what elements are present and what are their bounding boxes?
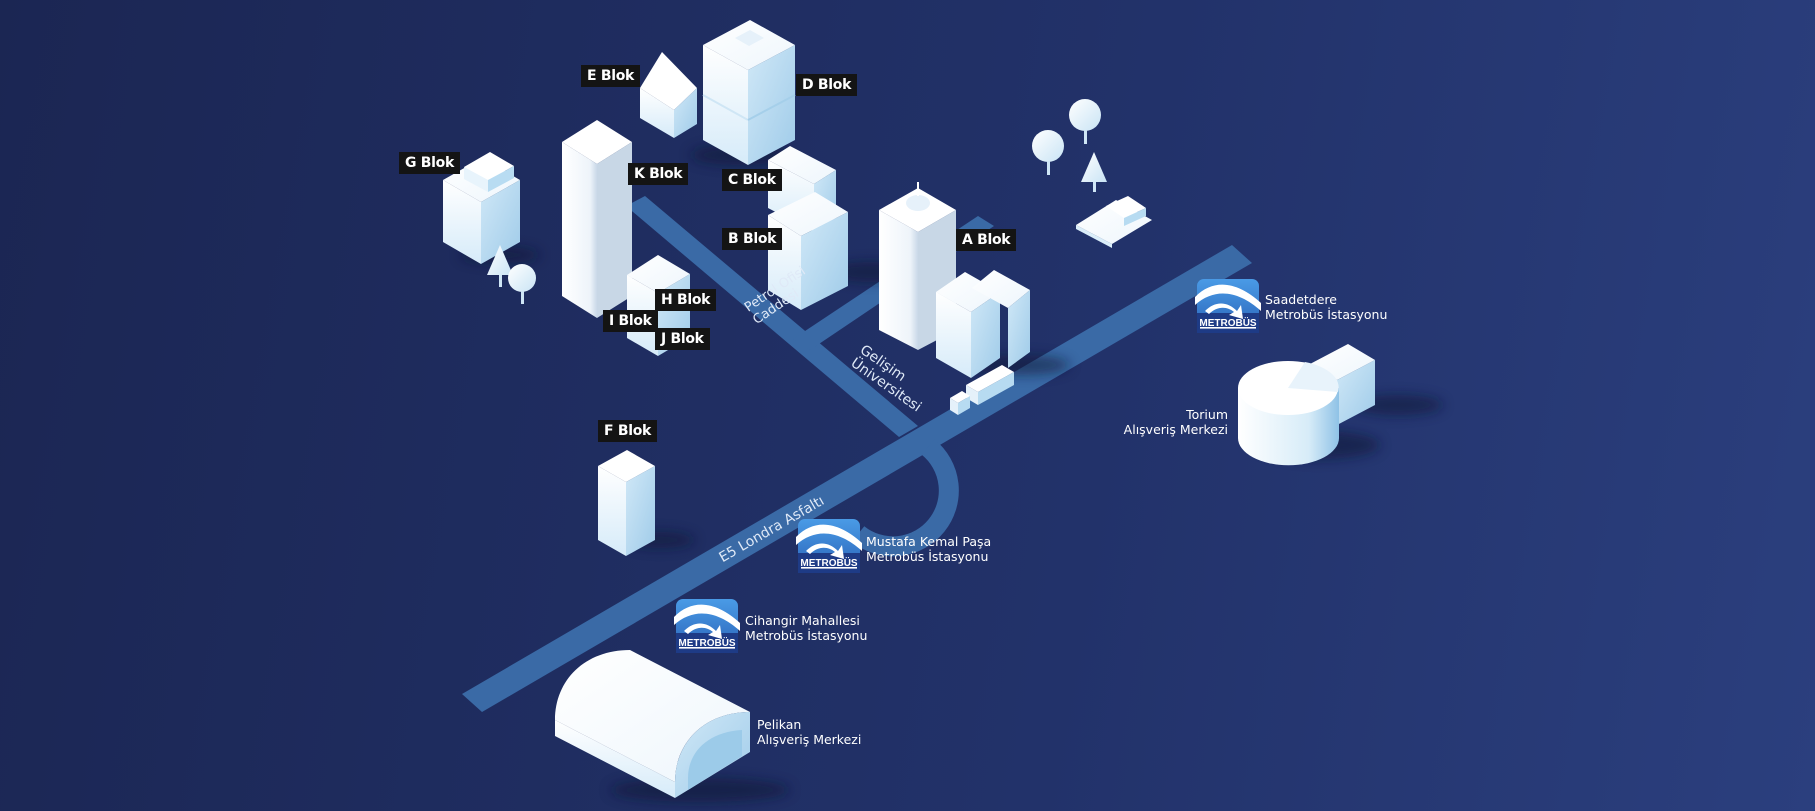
d-blok-label[interactable]: D Blok bbox=[796, 74, 858, 96]
j-blok-label[interactable]: J Blok bbox=[655, 328, 710, 350]
k-blok-label[interactable]: K Blok bbox=[628, 163, 689, 185]
f-blok-building[interactable] bbox=[598, 450, 655, 556]
cihangir-line1: Cihangir Mahallesi bbox=[745, 613, 860, 628]
b-blok-label[interactable]: B Blok bbox=[722, 228, 783, 250]
saadetdere-line2: Metrobüs İstasyonu bbox=[1265, 307, 1388, 322]
a-blok-annex[interactable] bbox=[936, 270, 1030, 378]
mustafa-logo-text: METROBÜS bbox=[800, 556, 858, 569]
e-blok-building[interactable] bbox=[640, 52, 697, 138]
h-blok-label[interactable]: H Blok bbox=[655, 289, 717, 311]
g-blok-label[interactable]: G Blok bbox=[399, 152, 460, 174]
cihangir-logo-text: METROBÜS bbox=[678, 636, 736, 649]
tree-icons bbox=[487, 99, 1107, 304]
pelikan-label[interactable]: Pelikan Alışveriş Merkezi bbox=[757, 717, 861, 747]
pelikan-building[interactable] bbox=[555, 650, 750, 798]
torium-line2: Alışveriş Merkezi bbox=[1123, 422, 1228, 437]
cihangir-line2: Metrobüs İstasyonu bbox=[745, 628, 868, 643]
i-blok-label[interactable]: I Blok bbox=[603, 310, 658, 332]
saadetdere-station-label[interactable]: Saadetdere Metrobüs İstasyonu bbox=[1265, 292, 1387, 322]
saadetdere-line1: Saadetdere bbox=[1265, 292, 1337, 307]
petrol-ofisi-road bbox=[626, 196, 918, 437]
k-blok-building[interactable] bbox=[562, 120, 632, 318]
pelikan-line1: Pelikan bbox=[757, 717, 802, 732]
pelikan-line2: Alışveriş Merkezi bbox=[757, 732, 862, 747]
mustafa-metrobus-logo[interactable]: METROBÜS bbox=[796, 519, 862, 573]
c-blok-label[interactable]: C Blok bbox=[722, 169, 782, 191]
saadetdere-logo-text: METROBÜS bbox=[1199, 316, 1257, 329]
mustafa-line2: Metrobüs İstasyonu bbox=[866, 549, 989, 564]
a-blok-label[interactable]: A Blok bbox=[956, 229, 1017, 251]
pavilion-building bbox=[1076, 196, 1152, 248]
torium-line1: Torium bbox=[1186, 407, 1228, 422]
saadetdere-metrobus-logo[interactable]: METROBÜS bbox=[1195, 279, 1261, 333]
cihangir-metrobus-logo[interactable]: METROBÜS bbox=[674, 599, 740, 653]
torium-label[interactable]: Torium Alışveriş Merkezi bbox=[1095, 407, 1228, 437]
e-blok-label[interactable]: E Blok bbox=[581, 65, 641, 87]
torium-building[interactable] bbox=[1238, 344, 1375, 466]
g-blok-building[interactable] bbox=[443, 152, 520, 264]
f-blok-label[interactable]: F Blok bbox=[598, 420, 658, 442]
cihangir-station-label[interactable]: Cihangir Mahallesi Metrobüs İstasyonu bbox=[745, 613, 867, 643]
mustafa-station-label[interactable]: Mustafa Kemal Paşa Metrobüs İstasyonu bbox=[866, 534, 991, 564]
mustafa-line1: Mustafa Kemal Paşa bbox=[866, 534, 992, 549]
roundabout-loop bbox=[851, 439, 959, 557]
d-blok-building[interactable] bbox=[702, 20, 796, 165]
truck-icon bbox=[950, 365, 1014, 415]
